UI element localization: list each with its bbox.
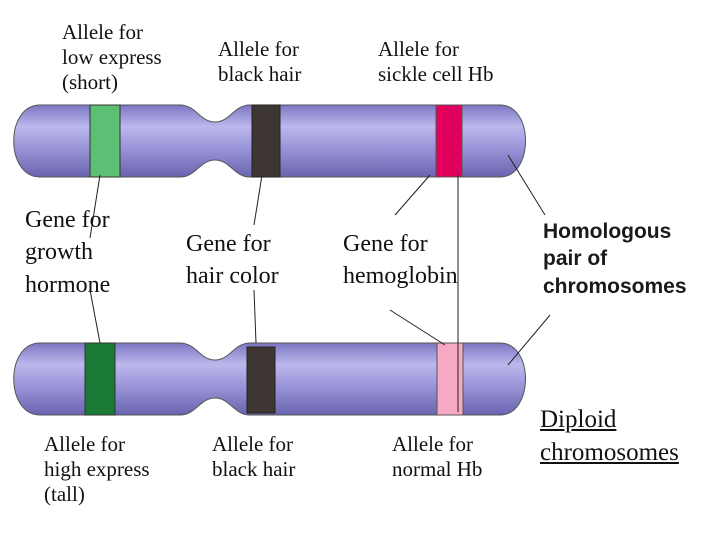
pointer-lines [89, 154, 551, 412]
bottom-growth-allele-label: Allele for high express (tall) [44, 432, 150, 507]
top-growth-allele-label: Allele for low express (short) [62, 20, 162, 95]
top-hb-band [435, 104, 463, 178]
bottom-hair-allele-label: Allele for black hair [212, 432, 296, 482]
bottom-growth-band [84, 342, 116, 416]
homologous-pair-label: Homologous pair of chromosomes [543, 220, 687, 298]
bottom-hb-allele-label: Allele for normal Hb [392, 432, 483, 482]
top-hair-allele-label: Allele for black hair [218, 37, 302, 87]
hair-gene-label: Gene for hair color [186, 231, 279, 290]
top-hair-band [251, 104, 281, 178]
hemoglobin-gene-label: Gene for hemoglobin [343, 231, 458, 290]
bottom-hb-band [436, 342, 464, 416]
diploid-label: Diploid chromosomes [540, 406, 679, 466]
top-hb-allele-label: Allele for sickle cell Hb [378, 37, 494, 87]
top-growth-band [89, 104, 121, 178]
growth-gene-label: Gene for growth hormone [25, 207, 111, 298]
bottom-hair-band [246, 346, 276, 414]
